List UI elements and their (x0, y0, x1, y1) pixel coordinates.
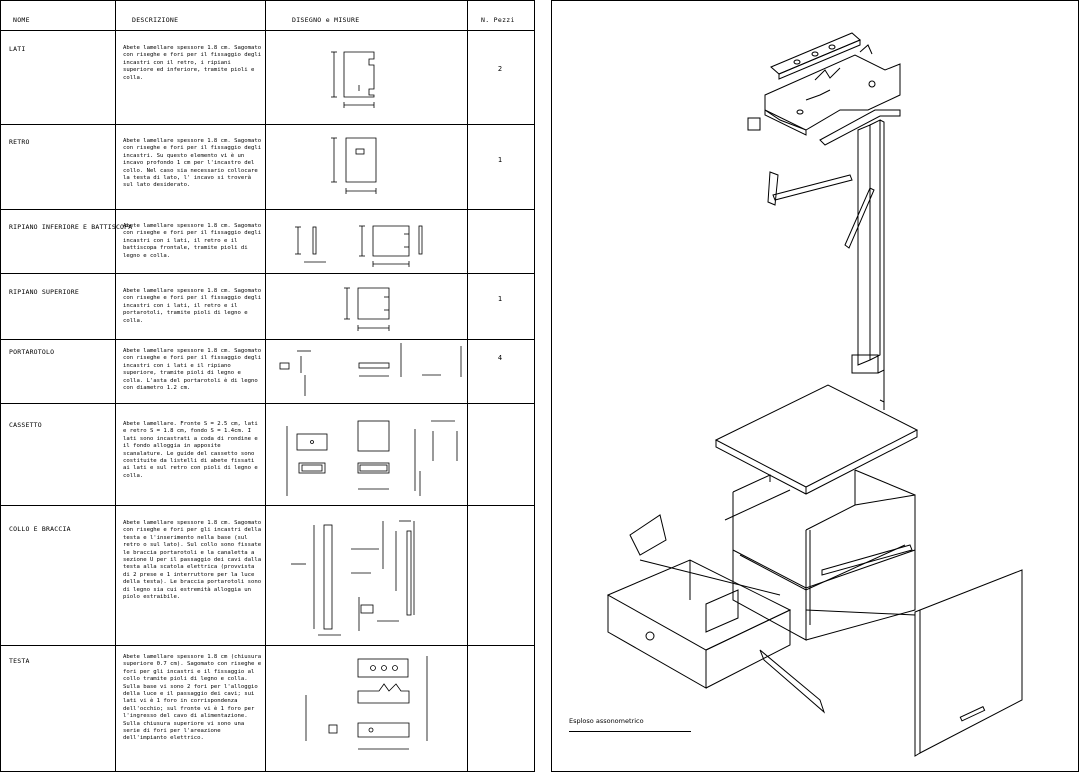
drawing-cassetto (286, 420, 458, 496)
drawing-collo-braccia (291, 520, 415, 636)
column-divider (265, 1, 266, 771)
row-divider (1, 124, 534, 125)
drawing-lati (331, 51, 375, 108)
row-name-retro: RETRO (9, 138, 30, 146)
header-description: DESCRIZIONE (132, 16, 179, 24)
row-name-ripiano-inferiore: RIPIANO INFERIORE E BATTISCOPA (9, 223, 133, 231)
header-name: NOME (13, 16, 30, 24)
row-pieces-lati: 2 (497, 65, 503, 73)
column-divider (115, 1, 116, 771)
drawing-portarotolo (279, 343, 462, 396)
drawing-retro (331, 137, 377, 194)
row-name-cassetto: CASSETTO (9, 421, 42, 429)
row-divider (1, 339, 534, 340)
row-description-collo-braccia: Abete lamellare spessore 1.8 cm. Sagomat… (123, 520, 262, 601)
header-pieces: N. Pezzi (481, 16, 515, 24)
row-divider (1, 209, 534, 210)
row-description-portarotolo: Abete lamellare spessore 1.8 cm. Sagomat… (123, 348, 262, 392)
row-divider (1, 403, 534, 404)
drawing-caption: Esploso assonometrico (569, 717, 644, 725)
drawer-rail (759, 649, 826, 714)
row-divider (1, 273, 534, 274)
row-name-testa: TESTA (9, 657, 30, 665)
row-name-ripiano-superiore: RIPIANO SUPERIORE (9, 288, 79, 296)
drawing-testa (305, 656, 428, 750)
row-description-testa: Abete lamellare spessore 1.8 cm (chiusur… (123, 654, 262, 742)
row-description-ripiano-superiore: Abete lamellare spessore 1.8 cm. Sagomat… (123, 288, 262, 324)
row-divider (1, 645, 534, 646)
row-pieces-portarotolo: 4 (497, 354, 503, 362)
row-divider (1, 505, 534, 506)
row-name-portarotolo: PORTAROTOLO (9, 348, 55, 356)
roll-holder-arm (767, 171, 875, 249)
head-body (747, 44, 901, 146)
components-table: NOME DESCRIZIONE DISEGNO e MISURE N. Pez… (0, 0, 535, 772)
row-name-collo-braccia: COLLO E BRACCIA (9, 525, 71, 533)
caption-underline (569, 731, 691, 732)
top-shelf (714, 384, 919, 495)
row-divider (1, 30, 534, 31)
side-panel (914, 569, 1023, 757)
row-pieces-retro: 1 (497, 156, 503, 164)
head-top-plate (770, 32, 861, 80)
row-description-cassetto: Abete lamellare. Fronte S = 2.5 cm, lati… (123, 421, 258, 479)
drawing-ripiano-superiore (344, 287, 390, 331)
column-divider (467, 1, 468, 771)
row-description-ripiano-inferiore: Abete lamellare spessore 1.8 cm. Sagomat… (123, 223, 262, 259)
cabinet-carcass (724, 469, 916, 641)
row-name-lati: LATI (9, 45, 26, 53)
drawer (606, 514, 792, 689)
technical-drawings (279, 51, 462, 750)
row-description-retro: Abete lamellare spessore 1.8 cm. Sagomat… (123, 138, 262, 189)
row-description-lati: Abete lamellare spessore 1.8 cm. Sagomat… (123, 45, 262, 81)
neck-column (851, 119, 885, 410)
header-drawing: DISEGNO e MISURE (292, 16, 360, 24)
drawing-ripiano-inferiore (295, 225, 423, 267)
row-pieces-ripiano-superiore: 1 (497, 295, 503, 303)
